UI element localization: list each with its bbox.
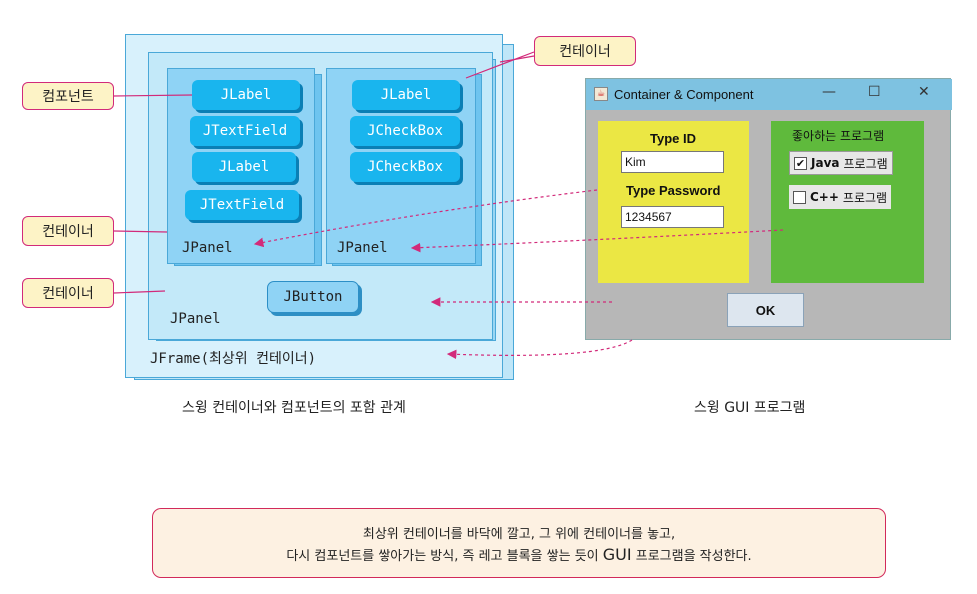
- java-checkbox-bold: Java: [811, 156, 840, 170]
- jtextfield-component: JTextField: [185, 190, 299, 220]
- leader-line: [499, 55, 535, 63]
- arrow-yellow-to-left-panel: [253, 189, 598, 248]
- callout-container-mid: 컨테이너: [22, 216, 114, 246]
- checkbox-unchecked-icon: [793, 190, 806, 204]
- jtextfield-component: JTextField: [190, 116, 300, 146]
- summary-line-2-b: GUI: [602, 545, 632, 564]
- favorites-label: 좋아하는 프로그램: [792, 129, 885, 143]
- summary-box: 최상위 컨테이너를 바닥에 깔고, 그 위에 컨테이너를 놓고, 다시 컴포넌트…: [152, 508, 886, 578]
- cpp-checkbox-bold: C++: [810, 190, 839, 204]
- summary-line-2: 다시 컴포넌트를 쌓아가는 방식, 즉 레고 블록을 쌓는 듯이 GUI 프로그…: [153, 545, 885, 564]
- leader-line: [113, 230, 168, 233]
- type-id-field[interactable]: Kim: [621, 151, 724, 173]
- outer-panel-label: JPanel: [170, 311, 221, 327]
- leader-line: [465, 51, 535, 79]
- cpp-checkbox-text: 프로그램: [842, 190, 888, 205]
- left-panel-label: JPanel: [182, 240, 233, 256]
- right-panel-label: JPanel: [337, 240, 388, 256]
- swing-window: ☕ Container & Component — ☐ ✕ Type ID Ki…: [585, 78, 952, 340]
- type-password-field[interactable]: 1234567: [621, 206, 724, 228]
- jlabel-component: JLabel: [352, 80, 460, 110]
- callout-container-top: 컨테이너: [534, 36, 636, 66]
- type-password-label: Type Password: [626, 183, 721, 198]
- leader-line: [113, 290, 166, 294]
- summary-line-1: 최상위 컨테이너를 바닥에 깔고, 그 위에 컨테이너를 놓고,: [362, 527, 676, 542]
- login-panel: Type ID Kim Type Password 1234567: [598, 121, 749, 283]
- leader-line: [113, 94, 193, 97]
- favorites-panel: 좋아하는 프로그램 ✔ Java 프로그램 C++ 프로그램: [771, 121, 924, 283]
- jcheckbox-component: JCheckBox: [350, 152, 460, 182]
- arrow-window-to-frame: [446, 339, 633, 360]
- ok-button[interactable]: OK: [727, 293, 804, 327]
- summary-line-2-a: 다시 컴포넌트를 쌓아가는 방식, 즉 레고 블록을 쌓는 듯이: [286, 549, 599, 564]
- callout-container-low: 컨테이너: [22, 278, 114, 308]
- cpp-checkbox[interactable]: C++ 프로그램: [789, 185, 892, 209]
- diagram-caption: 스윙 컨테이너와 컴포넌트의 포함 관계: [182, 400, 406, 416]
- callout-component: 컴포넌트: [22, 82, 114, 110]
- window-caption: 스윙 GUI 프로그램: [694, 400, 806, 416]
- type-id-label: Type ID: [650, 131, 696, 146]
- jcheckbox-component: JCheckBox: [350, 116, 460, 146]
- summary-line-2-c: 프로그램을 작성한다.: [635, 549, 752, 564]
- arrow-green-to-right-panel: [410, 229, 784, 253]
- java-checkbox[interactable]: ✔ Java 프로그램: [789, 151, 893, 175]
- minimize-icon[interactable]: —: [822, 84, 836, 100]
- java-icon: ☕: [594, 87, 608, 101]
- maximize-icon[interactable]: ☐: [868, 84, 881, 100]
- window-title: Container & Component: [614, 87, 754, 102]
- jframe-label: JFrame(최상위 컨테이너): [150, 351, 317, 367]
- checkbox-checked-icon: ✔: [794, 156, 807, 170]
- jlabel-component: JLabel: [192, 152, 296, 182]
- window-titlebar[interactable]: ☕ Container & Component — ☐ ✕: [586, 79, 952, 110]
- jbutton-component: JButton: [267, 281, 359, 313]
- close-icon[interactable]: ✕: [918, 84, 930, 100]
- jlabel-component: JLabel: [192, 80, 300, 110]
- java-checkbox-text: 프로그램: [843, 156, 888, 171]
